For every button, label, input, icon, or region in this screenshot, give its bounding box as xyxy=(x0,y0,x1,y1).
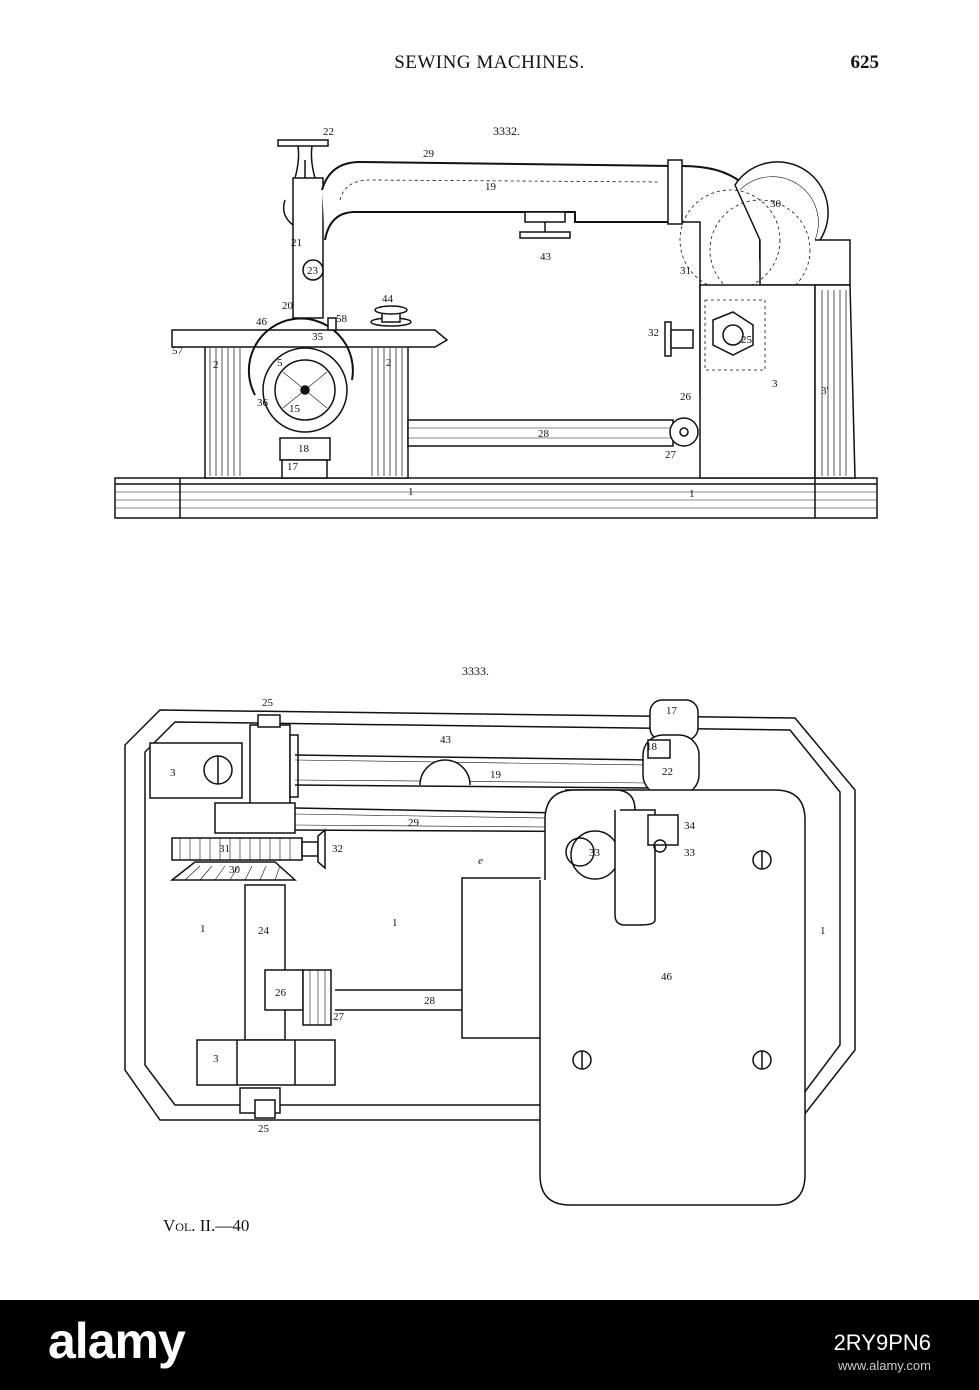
label-29: 29 xyxy=(408,817,420,829)
label-31: 31 xyxy=(219,843,230,855)
label-24: 24 xyxy=(258,925,270,937)
label-2b: 2 xyxy=(386,357,392,369)
label-1b: 1 xyxy=(689,488,695,500)
label-23: 23 xyxy=(307,265,319,277)
label-15: 15 xyxy=(289,403,301,415)
figure-number-top: 3332. xyxy=(493,124,520,138)
volume-footer: Vol. II.—40 xyxy=(163,1216,250,1235)
label-33a: 33 xyxy=(589,847,601,859)
label-57: 57 xyxy=(172,345,184,357)
needle-bar xyxy=(277,139,329,319)
label-26: 26 xyxy=(275,987,287,999)
spool-pin xyxy=(370,305,412,327)
label-36: 36 xyxy=(257,397,269,409)
label-19: 19 xyxy=(490,769,502,781)
label-44: 44 xyxy=(382,293,394,305)
looper-wheel xyxy=(247,317,354,433)
tension-knob xyxy=(664,321,694,357)
gear-31 xyxy=(171,828,326,870)
connecting-rod xyxy=(407,417,699,447)
right-standard xyxy=(699,239,856,479)
label-28: 28 xyxy=(538,428,550,440)
label-33b: 33 xyxy=(684,847,696,859)
label-30: 30 xyxy=(229,864,241,876)
label-22: 22 xyxy=(662,766,673,778)
label-3-bottom: 3 xyxy=(213,1053,219,1065)
label-1-left: 1 xyxy=(200,923,206,935)
page-number: 625 xyxy=(850,52,880,73)
label-26: 26 xyxy=(680,391,692,403)
label-46: 46 xyxy=(256,316,268,328)
stock-watermark-bar: alamy 2RY9PN6 www.alamy.com xyxy=(0,1300,979,1390)
label-2a: 2 xyxy=(213,359,219,371)
label-43: 43 xyxy=(440,734,452,746)
label-29: 29 xyxy=(423,148,435,160)
label-22: 22 xyxy=(323,126,334,138)
label-46: 46 xyxy=(661,971,673,983)
looper-33 xyxy=(544,789,679,926)
label-1-center: 1 xyxy=(392,917,398,929)
table-plate xyxy=(171,329,449,348)
cloth-plate xyxy=(539,789,806,1206)
label-25-top: 25 xyxy=(262,697,274,709)
gear-30 xyxy=(169,861,297,881)
label-27: 27 xyxy=(333,1011,345,1023)
label-43: 43 xyxy=(540,251,552,263)
label-31: 31 xyxy=(680,265,691,277)
label-17: 17 xyxy=(666,705,678,717)
machine-arm xyxy=(321,159,761,395)
figure-number-bottom: 3333. xyxy=(462,664,489,678)
label-35: 35 xyxy=(312,331,324,343)
side-elevation-drawing: 22 29 19 43 30 21 23 31 20 44 46 58 35 5… xyxy=(114,126,878,519)
label-1a: 1 xyxy=(408,486,414,498)
needle-shaft xyxy=(214,802,669,834)
plan-view-drawing: 25 17 43 18 3 19 22 29 34 31 32 33 33 e … xyxy=(124,697,856,1206)
label-58: 58 xyxy=(336,313,348,325)
label-18: 18 xyxy=(646,741,658,753)
label-19: 19 xyxy=(485,181,497,193)
stock-url[interactable]: www.alamy.com xyxy=(838,1358,931,1373)
label-25: 25 xyxy=(741,334,753,346)
running-head: SEWING MACHINES. xyxy=(394,52,585,73)
book-page: SEWING MACHINES. 625 3332. 3333. xyxy=(114,52,880,1235)
label-21: 21 xyxy=(291,237,302,249)
label-20: 20 xyxy=(282,300,294,312)
label-27: 27 xyxy=(665,449,677,461)
label-3-prime: 3' xyxy=(821,385,829,397)
alamy-logo[interactable]: alamy xyxy=(48,1313,186,1369)
label-e: e xyxy=(478,855,483,867)
pulley-wheel xyxy=(679,161,829,301)
main-shaft xyxy=(294,754,651,789)
label-3: 3 xyxy=(772,378,778,390)
label-3-top: 3 xyxy=(170,767,176,779)
label-5: 5 xyxy=(277,357,283,369)
label-32: 32 xyxy=(332,843,343,855)
looper-pedestal xyxy=(279,437,331,479)
label-32: 32 xyxy=(648,327,659,339)
base-board xyxy=(114,477,878,519)
label-17: 17 xyxy=(287,461,299,473)
label-18: 18 xyxy=(298,443,310,455)
label-28: 28 xyxy=(424,995,436,1007)
label-34: 34 xyxy=(684,820,696,832)
label-30: 30 xyxy=(770,198,782,210)
image-id: 2RY9PN6 xyxy=(833,1330,931,1355)
label-25-bottom: 25 xyxy=(258,1123,270,1135)
label-1-right: 1 xyxy=(820,925,826,937)
